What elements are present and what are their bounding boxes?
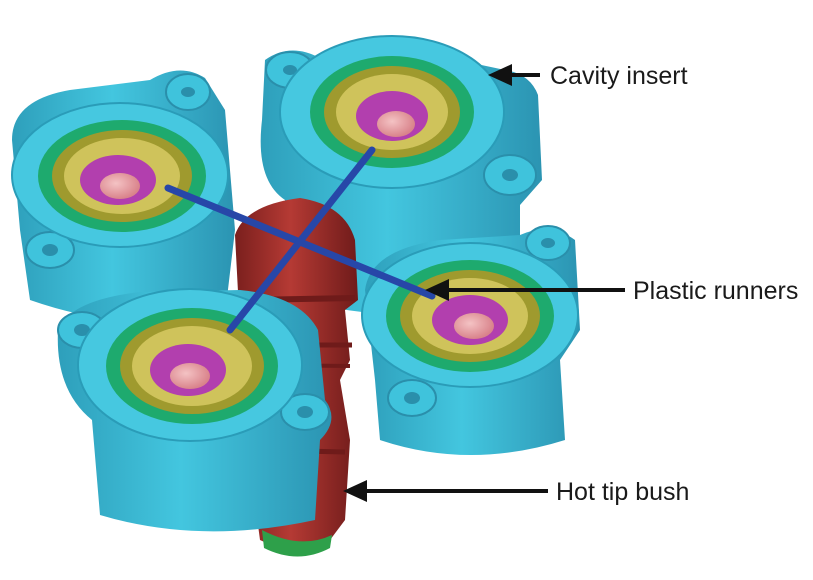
- label-plastic-runners: Plastic runners: [633, 277, 798, 305]
- callout-cavity-insert: Cavity insert: [488, 62, 688, 90]
- callout-hot-tip-bush: Hot tip bush: [343, 478, 689, 506]
- cavity-insert-top-left: [11, 70, 235, 323]
- cavity-insert-bottom-right: [361, 225, 580, 455]
- arrow-head-icon: [425, 279, 449, 301]
- arrow-head-icon: [343, 480, 367, 502]
- label-hot-tip-bush: Hot tip bush: [556, 478, 689, 506]
- cavity-insert-bottom-left: [57, 288, 332, 532]
- callout-plastic-runners: Plastic runners: [425, 277, 798, 305]
- label-cavity-insert: Cavity insert: [550, 62, 688, 90]
- arrow-head-icon: [488, 64, 512, 86]
- plastic-runners: [164, 146, 436, 334]
